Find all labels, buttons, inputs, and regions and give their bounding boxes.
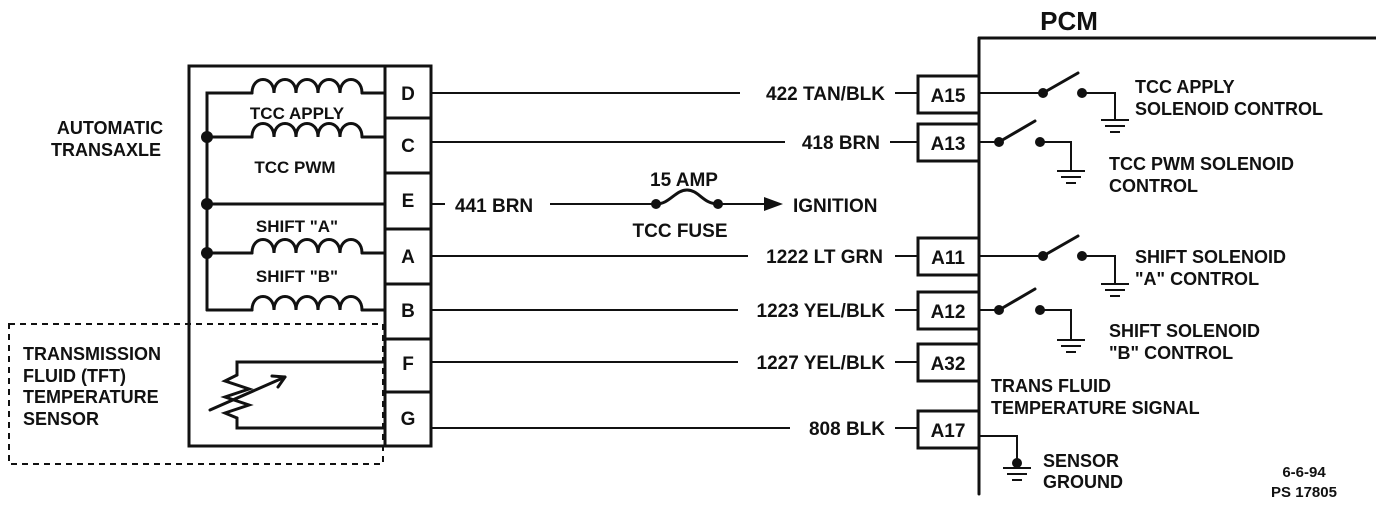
- sensor-label-line3: TEMPERATURE: [23, 387, 159, 407]
- transaxle-connector: [383, 64, 433, 448]
- coil-shift-a: [250, 238, 387, 255]
- pcm-pin-a32: A32: [916, 342, 981, 383]
- thermistor-icon: [208, 360, 387, 430]
- pcm-pin-a13: A13: [916, 122, 981, 163]
- pcm-label-shift-a-2: "A" CONTROL: [1135, 269, 1259, 289]
- ignition-label: IGNITION: [793, 196, 877, 217]
- pcm-label-ground-2: GROUND: [1043, 472, 1123, 492]
- pcm-pin-a11: A11: [916, 236, 981, 277]
- coil-tcc-apply: [250, 78, 387, 95]
- coil-tcc-pwm: [250, 122, 387, 139]
- wire-label-808: 808 BLK: [809, 419, 885, 440]
- pin-d: D: [401, 84, 415, 105]
- svg-text:A12: A12: [931, 302, 966, 323]
- ground-icon: [1057, 339, 1085, 353]
- footer-date: 6-6-94: [1282, 464, 1326, 481]
- pin-c: C: [401, 136, 415, 157]
- component-title-line1: AUTOMATIC: [57, 118, 163, 138]
- component-title-line2: TRANSAXLE: [51, 140, 161, 160]
- pcm-label-tcc-pwm-1: TCC PWM SOLENOID: [1109, 154, 1294, 174]
- wire-label-1227: 1227 YEL/BLK: [757, 353, 886, 374]
- pcm-label-tcc-apply-1: TCC APPLY: [1135, 77, 1235, 97]
- wire-label-441: 441 BRN: [455, 196, 533, 217]
- pcm-pin-a17: A17: [916, 409, 981, 450]
- pcm-label-shift-a-1: SHIFT SOLENOID: [1135, 247, 1286, 267]
- switch-shift-a: [979, 234, 1116, 284]
- coil-label-tcc-pwm: TCC PWM: [254, 158, 335, 177]
- pin-g: G: [401, 409, 416, 430]
- sensor-ground-wire: [979, 435, 1031, 481]
- ground-icon: [1101, 119, 1129, 133]
- fuse-icon: [651, 188, 783, 211]
- coil-shift-b: [250, 295, 387, 312]
- internal-bus: [201, 91, 387, 312]
- wire-label-1223: 1223 YEL/BLK: [757, 301, 886, 322]
- tft-sensor-dashed-box: [8, 323, 384, 465]
- fuse-rating: 15 AMP: [650, 170, 718, 191]
- sensor-label-line2: FLUID (TFT): [23, 366, 126, 386]
- svg-text:A15: A15: [931, 86, 966, 107]
- pcm-label-shift-b-2: "B" CONTROL: [1109, 343, 1233, 363]
- svg-text:A32: A32: [931, 354, 966, 375]
- pcm-label-ground-1: SENSOR: [1043, 451, 1119, 471]
- ground-icon: [1101, 283, 1129, 297]
- coil-label-tcc-apply: TCC APPLY: [250, 104, 345, 123]
- pcm-label-tcc-pwm-2: CONTROL: [1109, 176, 1198, 196]
- pcm-label-tft-1: TRANS FLUID: [991, 376, 1111, 396]
- pcm-label-tcc-apply-2: SOLENOID CONTROL: [1135, 99, 1323, 119]
- svg-text:A11: A11: [931, 248, 965, 269]
- switch-tcc-pwm: [979, 119, 1072, 171]
- sensor-label-line4: SENSOR: [23, 409, 99, 429]
- pin-b: B: [401, 301, 415, 322]
- pcm-title: PCM: [1040, 6, 1098, 36]
- svg-text:A17: A17: [931, 421, 966, 442]
- switch-tcc-apply: [979, 71, 1116, 120]
- pcm-label-shift-b-1: SHIFT SOLENOID: [1109, 321, 1260, 341]
- ground-icon: [1057, 170, 1085, 184]
- pcm-pin-a12: A12: [916, 290, 981, 331]
- pcm-pin-a15: A15: [916, 74, 981, 115]
- fuse-name: TCC FUSE: [633, 221, 728, 242]
- pin-f: F: [402, 354, 414, 375]
- footer-ref: PS 17805: [1271, 484, 1337, 501]
- wire-label-418: 418 BRN: [802, 133, 880, 154]
- wires: [431, 92, 918, 429]
- coil-label-shift-a: SHIFT "A": [256, 217, 338, 236]
- wire-label-1222: 1222 LT GRN: [766, 247, 883, 268]
- coil-label-shift-b: SHIFT "B": [256, 267, 338, 286]
- pin-a: A: [401, 247, 415, 268]
- pin-e: E: [402, 191, 415, 212]
- wire-label-422: 422 TAN/BLK: [766, 84, 885, 105]
- svg-text:A13: A13: [931, 134, 966, 155]
- switch-shift-b: [979, 287, 1072, 340]
- pcm-label-tft-2: TEMPERATURE SIGNAL: [991, 398, 1200, 418]
- sensor-label-line1: TRANSMISSION: [23, 344, 161, 364]
